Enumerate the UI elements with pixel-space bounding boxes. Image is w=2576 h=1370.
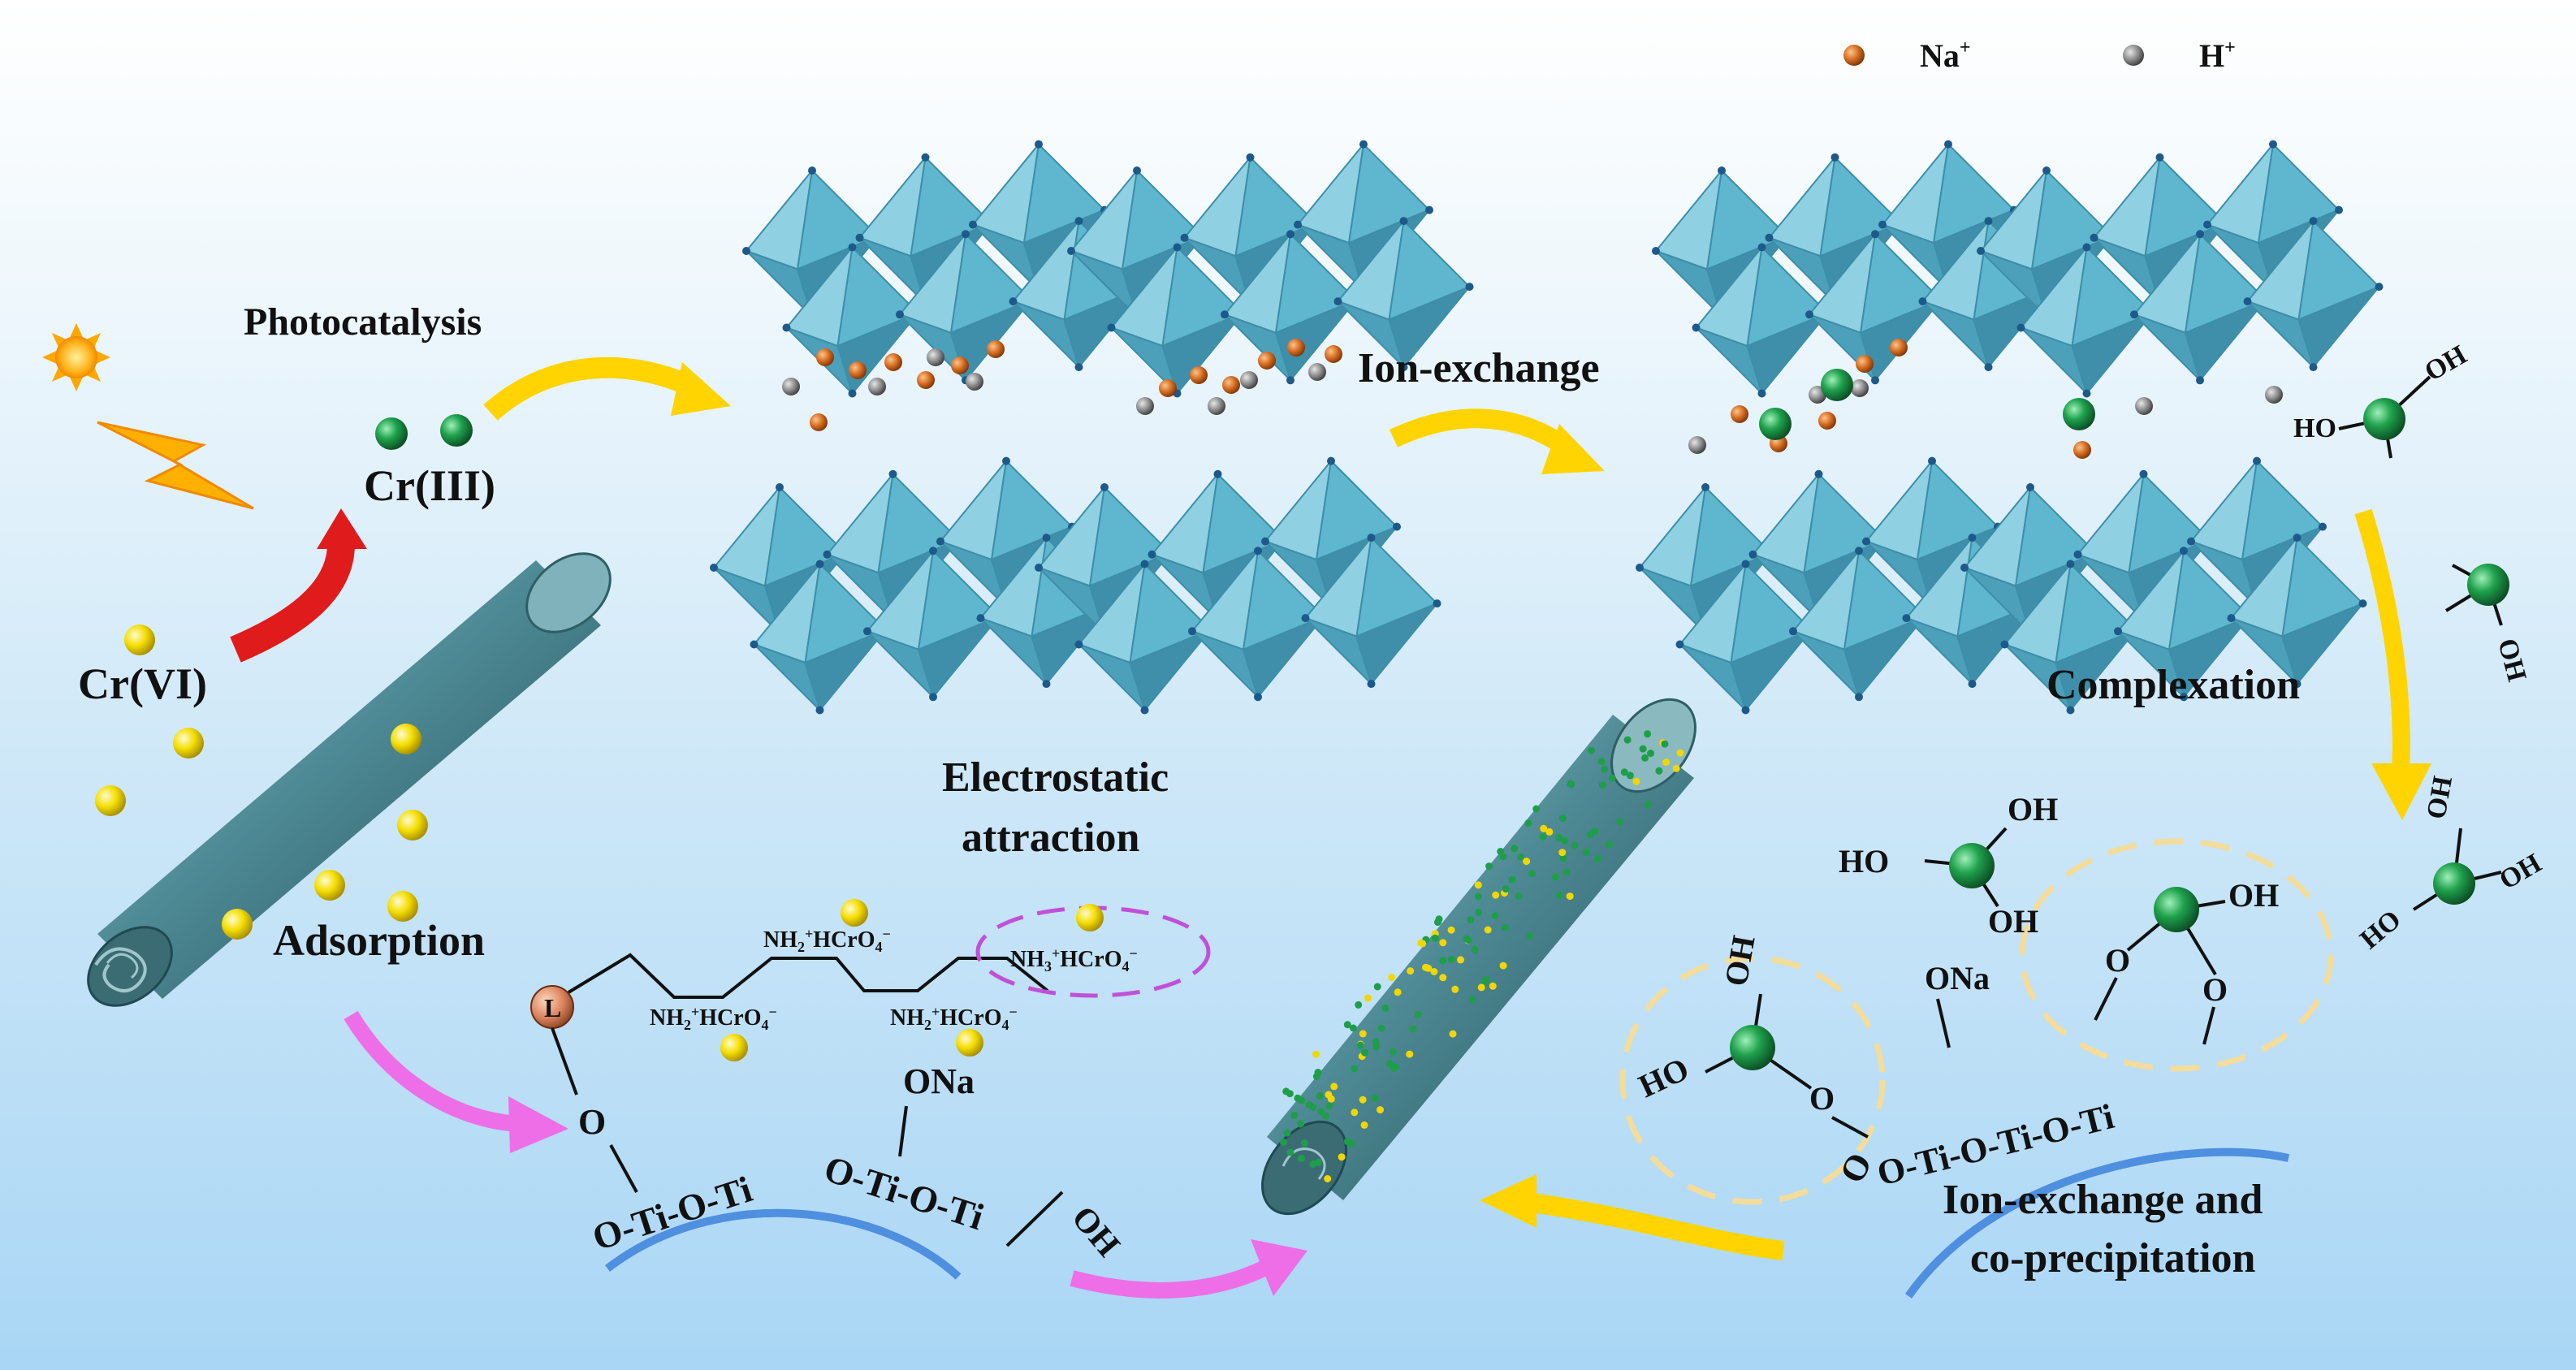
arrow-complexation xyxy=(2354,508,2410,772)
legend-na-dot xyxy=(1843,45,1865,66)
octahedron xyxy=(2114,547,2254,702)
arrow-complexation-head xyxy=(2371,763,2431,820)
label-ionex-coprec-2: co-precipitation xyxy=(1970,1235,2256,1281)
label-photocatalysis: Photocatalysis xyxy=(244,300,482,344)
nh2-group: NH2+HCrO4− xyxy=(890,1004,1018,1033)
lightning-icon xyxy=(97,421,254,510)
arrow-pink-right-head xyxy=(1251,1239,1307,1296)
octahedron xyxy=(1789,547,1929,702)
svg-text:OH: OH xyxy=(2421,774,2458,822)
label-complexation: Complexation xyxy=(2047,662,2300,708)
octahedron xyxy=(1333,217,1474,372)
octahedron xyxy=(2227,534,2367,689)
nh2-group: NH2+HCrO4− xyxy=(650,1004,777,1033)
label-electrostatic-1: Electrostatic xyxy=(942,754,1169,801)
titanate-layers xyxy=(710,140,2384,715)
arrow-ion-exchange-head xyxy=(1541,424,1605,474)
interlayer-ions-left xyxy=(782,339,1342,431)
nanotube-center xyxy=(1261,698,1696,1216)
svg-text:OH: OH xyxy=(2008,791,2058,828)
label-adsorption: Adsorption xyxy=(273,916,485,965)
legend-h-dot xyxy=(2123,45,2144,66)
label-electrostatic-2: attraction xyxy=(962,815,1140,861)
svg-text:ONa: ONa xyxy=(1925,960,1990,996)
sun-icon xyxy=(42,323,110,391)
arrow-pink-right xyxy=(1070,1260,1271,1299)
nh3-group: NH3+HCrO4− xyxy=(1010,945,1138,975)
octahedron xyxy=(1188,547,1328,702)
arrow-pink-down xyxy=(344,1010,521,1132)
nanotube-left xyxy=(87,552,612,1007)
svg-text:OH: OH xyxy=(2228,877,2279,914)
svg-text:HO: HO xyxy=(2293,413,2336,443)
arrow-to-tube-head xyxy=(1480,1174,1537,1228)
arrow-to-layers-head xyxy=(671,362,731,416)
label-cr6: Cr(VI) xyxy=(78,659,207,708)
interlayer-ions-right xyxy=(1688,339,2283,459)
svg-text:OH: OH xyxy=(1718,932,1762,988)
svg-text:O: O xyxy=(2202,971,2228,1008)
cr6-spheres xyxy=(95,624,428,940)
octahedron xyxy=(1692,243,1832,398)
arrow-to-layers xyxy=(483,357,703,421)
octahedron xyxy=(1074,560,1215,715)
octahedron xyxy=(2130,230,2270,385)
svg-text:O: O xyxy=(1809,1080,1835,1117)
svg-text:O: O xyxy=(2105,942,2130,979)
svg-text:ONa: ONa xyxy=(903,1061,975,1101)
octahedron xyxy=(2243,217,2384,372)
octahedron xyxy=(1107,243,1247,398)
legend-na-label: Na+ xyxy=(1920,37,1971,74)
cr6-spheres-bottom xyxy=(720,899,1104,1061)
label-ionex-coprec-1: Ion-exchange and xyxy=(1943,1177,2263,1223)
legend: Na+ H+ xyxy=(1843,37,2236,74)
svg-text:L: L xyxy=(544,993,561,1022)
cr3-sphere xyxy=(440,414,473,447)
octahedron xyxy=(1301,534,1441,689)
arrow-to-tube xyxy=(1525,1192,1785,1260)
label-cr3: Cr(III) xyxy=(364,461,495,510)
nh2-group: NH2+HCrO4− xyxy=(763,926,891,955)
octahedron xyxy=(750,560,890,715)
label-ion-exchange: Ion-exchange xyxy=(1358,345,1600,391)
legend-h-label: H+ xyxy=(2199,37,2236,74)
arrow-pink-down-head xyxy=(508,1096,568,1153)
cr3-sphere xyxy=(375,417,408,450)
svg-text:HO: HO xyxy=(1839,843,1889,879)
octahedron xyxy=(2000,560,2141,715)
reduction-arrow xyxy=(230,543,355,663)
svg-text:O: O xyxy=(578,1102,606,1142)
svg-text:OH: OH xyxy=(1988,903,2038,940)
octahedron xyxy=(2016,243,2157,398)
octahedron xyxy=(1960,483,2100,637)
reduction-arrow-head xyxy=(317,508,367,549)
octahedron xyxy=(896,230,1035,385)
